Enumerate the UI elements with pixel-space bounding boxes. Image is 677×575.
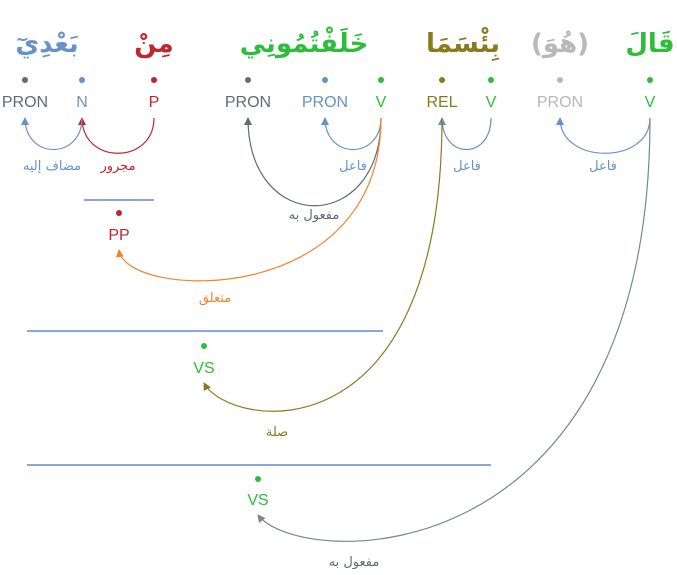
tag-pron-ni: PRON xyxy=(225,94,271,111)
arc-mudaf xyxy=(21,117,83,151)
tag-vs1: VS xyxy=(193,360,214,377)
arc-mutaalliq xyxy=(115,117,382,282)
dot-vs1 xyxy=(201,343,207,349)
dot-pron-huwa xyxy=(557,77,563,83)
dot-pron-ya xyxy=(22,77,28,83)
label-fail-bisa: فاعل xyxy=(453,159,481,174)
arc-fail-khalaf xyxy=(321,117,382,151)
label-fail-khalaf: فاعل xyxy=(339,159,367,174)
relation-labels: فاعل فاعل فاعل مفعول به مجرور مضاف إليه … xyxy=(23,159,617,570)
dot-v-khalaf xyxy=(378,77,384,83)
word-qala: قَالَ xyxy=(625,29,674,59)
phrase-lines xyxy=(27,199,491,466)
tag-v-bisa: V xyxy=(486,94,497,111)
tag-pron-huwa: PRON xyxy=(537,94,583,111)
label-majrur: مجرور xyxy=(99,159,135,174)
tag-v-qala: V xyxy=(645,94,656,111)
pos-tags: V PRON V REL V PRON PRON P N PRON PP VS … xyxy=(2,94,656,509)
dot-pp xyxy=(116,210,122,216)
dot-vs2 xyxy=(255,476,261,482)
label-mafool-ni: مفعول به xyxy=(289,208,340,223)
tag-pron-ya: PRON xyxy=(2,94,48,111)
dot-n-bad xyxy=(79,77,85,83)
tag-rel-ma: REL xyxy=(426,94,457,111)
dot-pron-ni xyxy=(245,77,251,83)
dot-pron-tum xyxy=(322,77,328,83)
label-mafool-vs: مفعول به xyxy=(329,555,380,570)
arc-mafool-vs xyxy=(257,117,651,542)
dot-v-bisa xyxy=(488,77,494,83)
tag-p-min: P xyxy=(149,94,160,111)
dot-p-min xyxy=(151,77,157,83)
label-mutaalliq: متعلق xyxy=(199,291,231,306)
word-huwa: (هُوَ) xyxy=(531,29,589,59)
label-mudaf: مضاف إليه xyxy=(23,159,81,174)
tag-v-khalaf: V xyxy=(376,94,387,111)
tag-vs2: VS xyxy=(247,492,268,509)
arabic-words: قَالَ (هُوَ) بِئْسَمَا خَلَفْتُمُونِي مِ… xyxy=(15,27,674,62)
word-badi: بَعْدِيٓ xyxy=(15,29,78,59)
arc-fail-qala xyxy=(556,117,651,154)
word-min: مِنْ xyxy=(134,29,174,59)
tag-n-bad: N xyxy=(76,94,88,111)
dot-v-qala xyxy=(647,77,653,83)
arc-sila xyxy=(203,117,443,412)
dependency-arcs xyxy=(21,117,651,542)
word-khalaftumuni: خَلَفْتُمُونِي xyxy=(240,27,368,59)
arc-mafool-ni xyxy=(244,117,382,207)
token-dots xyxy=(22,77,653,482)
arc-fail-bisa xyxy=(438,117,492,151)
tag-pron-tum: PRON xyxy=(302,94,348,111)
word-bisama: بِئْسَمَا xyxy=(426,27,500,61)
tag-pp: PP xyxy=(108,227,129,244)
arc-majrur xyxy=(78,117,155,154)
label-fail-qala: فاعل xyxy=(589,159,617,174)
dot-rel-ma xyxy=(439,77,445,83)
label-sila: صلة xyxy=(266,425,288,440)
